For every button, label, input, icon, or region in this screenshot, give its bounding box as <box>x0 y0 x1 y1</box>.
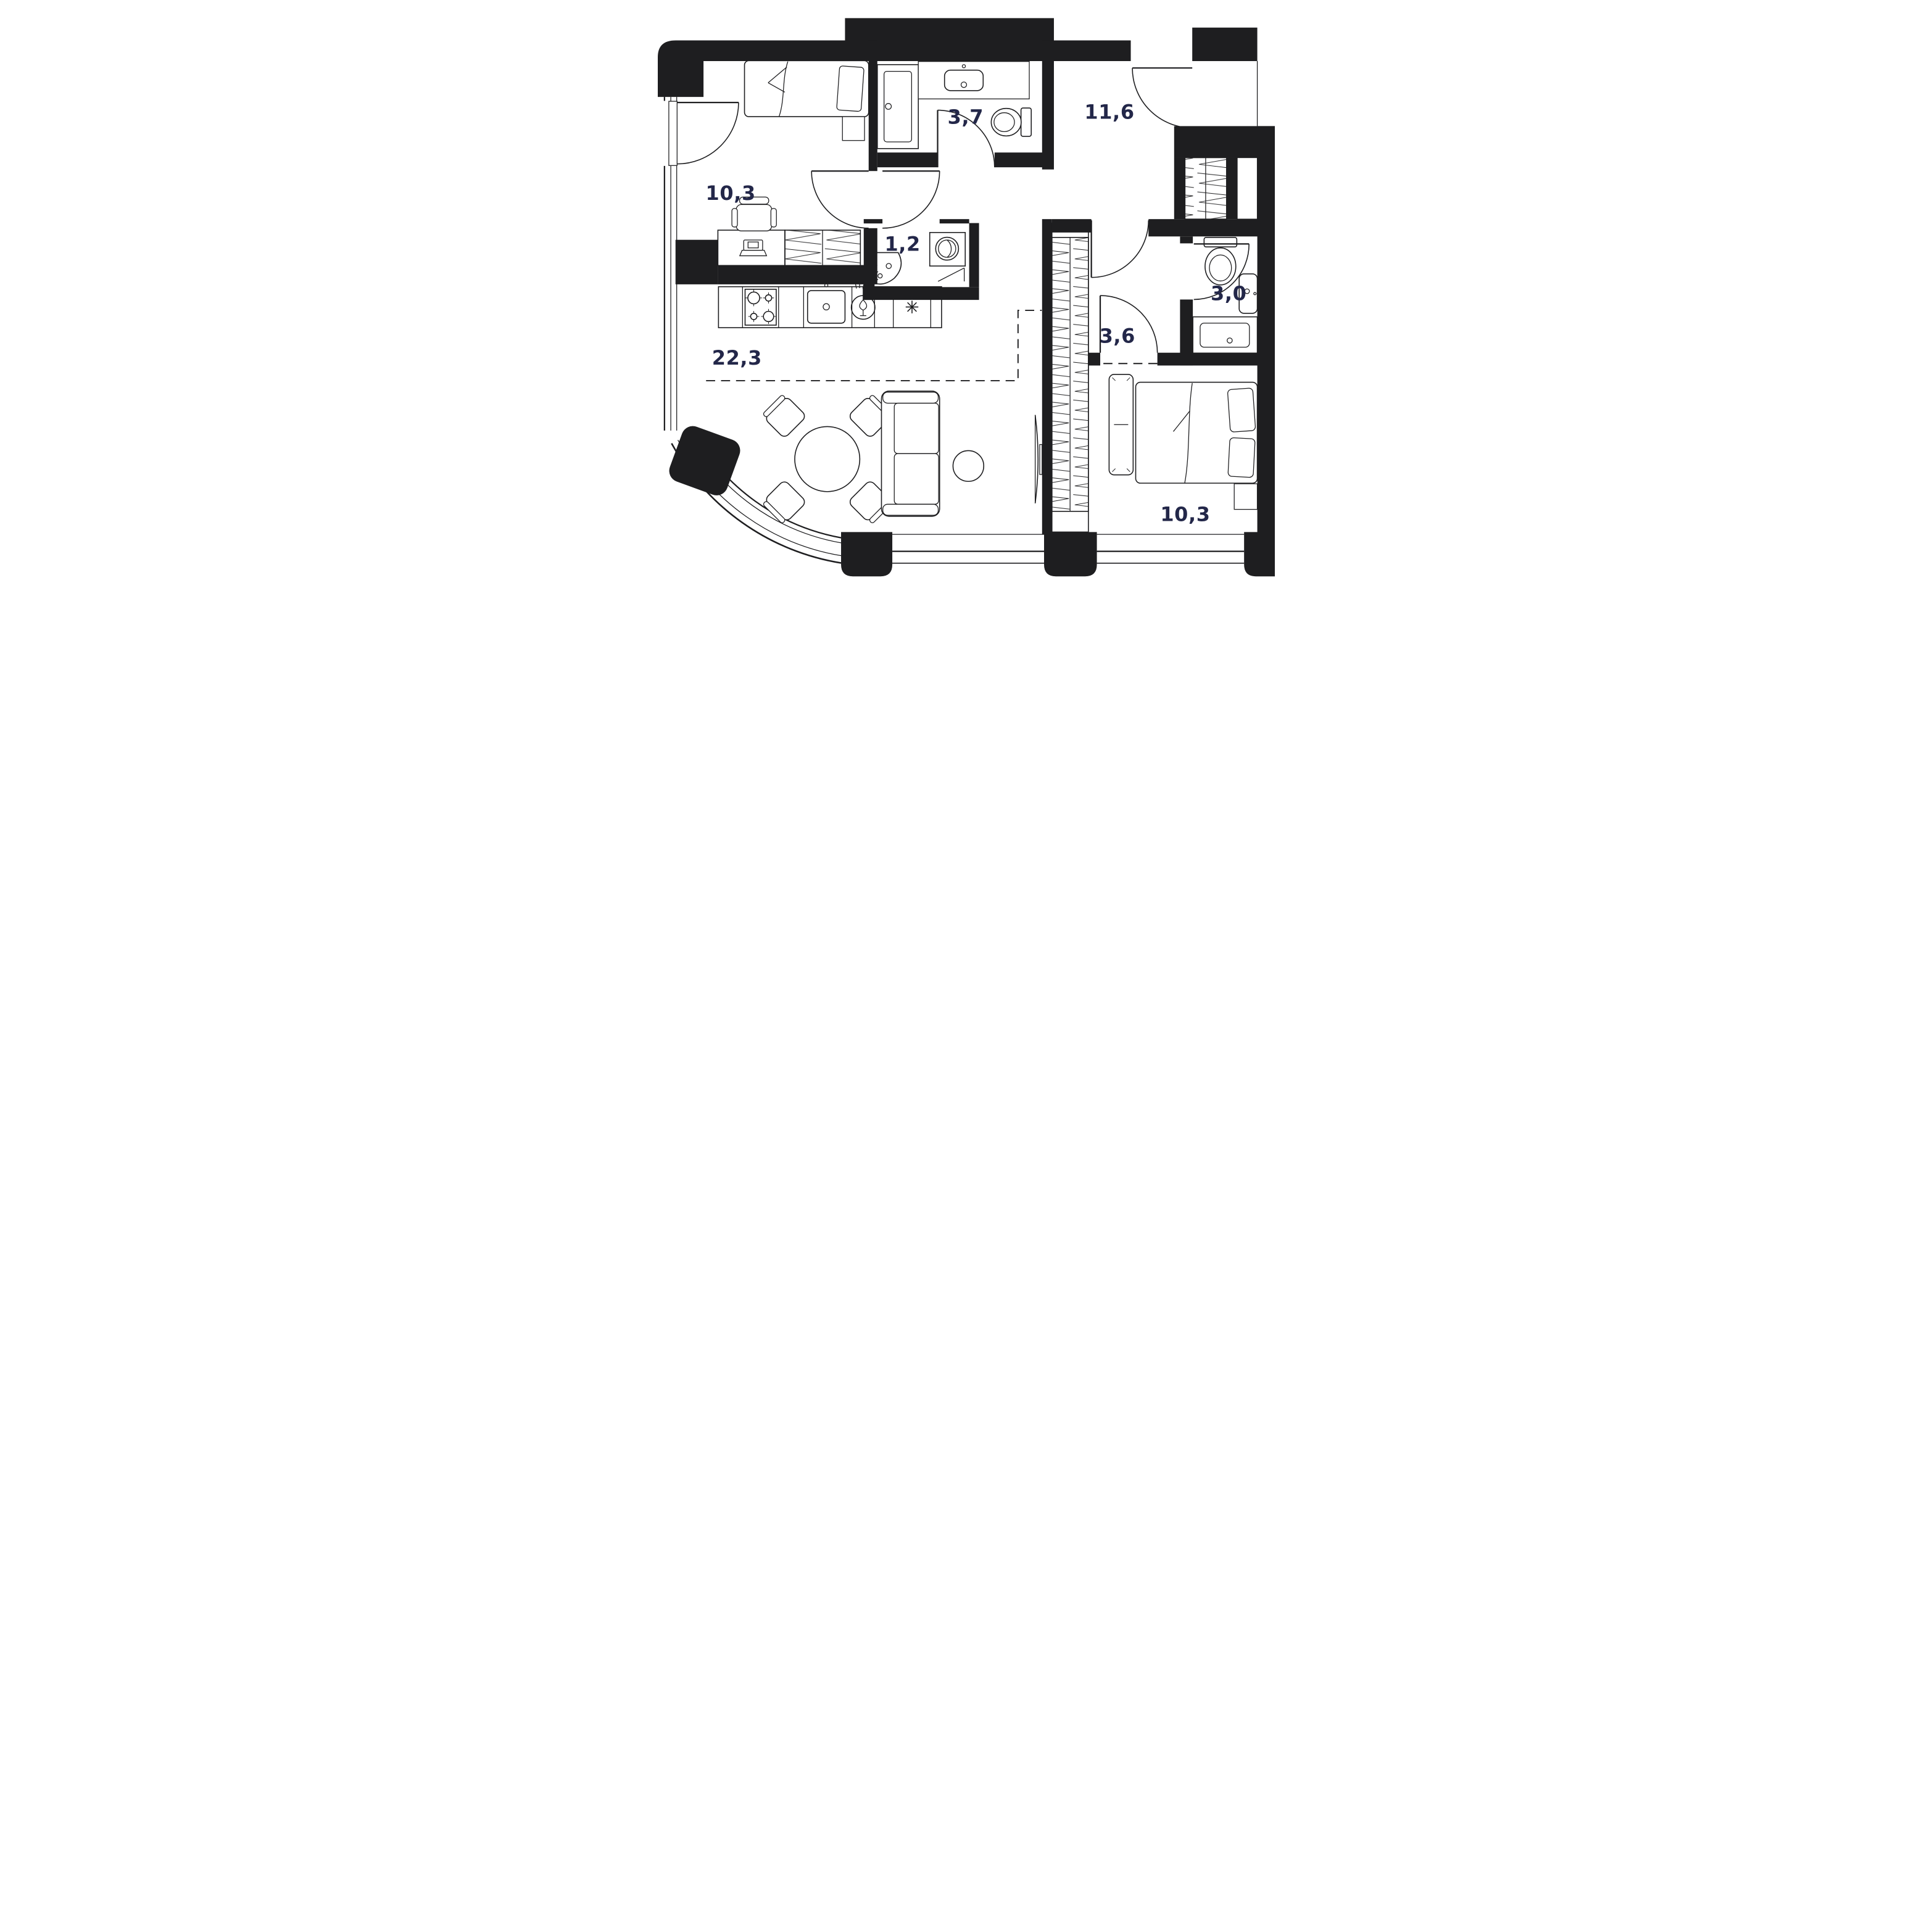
gas-stove-icon <box>744 289 777 326</box>
desk-icon <box>717 230 786 267</box>
wardrobe-icon <box>784 230 861 267</box>
shaft-icon <box>1236 157 1258 220</box>
single-bed-icon <box>744 60 869 117</box>
laptop-icon <box>739 239 767 257</box>
washing-machine-icon <box>929 232 966 267</box>
fridge-icon <box>905 300 918 313</box>
kitchen-sink-icon <box>806 283 845 324</box>
room-area-label: 10,3 <box>705 181 755 205</box>
office-chair-icon <box>731 196 777 231</box>
wardrobe-icon <box>1051 222 1089 533</box>
bathtub-icon <box>1192 316 1258 354</box>
bathroom-sink-icon <box>1238 273 1258 314</box>
room-area-label: 10,3 <box>1160 502 1210 526</box>
dining-chair-icon <box>763 395 891 523</box>
toilet-icon <box>990 107 1032 137</box>
room-area-label: 11,6 <box>1084 100 1134 123</box>
shower-tub-icon <box>876 64 919 149</box>
corner-sink-icon <box>874 252 902 285</box>
dresser-icon <box>1108 374 1134 476</box>
sofa-icon <box>881 391 940 517</box>
room-area-label: 3,7 <box>947 106 983 129</box>
room-area-label: 22,3 <box>711 346 761 370</box>
wardrobe-icon <box>1184 157 1227 220</box>
floor-plan: 10,3 3,7 11,6 1,2 3,0 3,6 22,3 10,3 <box>657 0 1275 616</box>
door-swing-icon <box>676 67 1250 353</box>
room-area-label: 3,6 <box>1099 325 1135 348</box>
room-area-label: 3,0 <box>1211 282 1246 305</box>
floor-plan-canvas: 10,3 3,7 11,6 1,2 3,0 3,6 22,3 10,3 <box>657 0 1275 616</box>
window-icon <box>661 97 1244 564</box>
tv-icon <box>1034 415 1042 503</box>
coffee-table-icon <box>952 450 984 482</box>
cabinet-door-icon <box>937 267 964 282</box>
zone-boundary-dashed <box>705 310 1180 382</box>
bedside-bench-icon <box>1233 483 1258 510</box>
walls <box>657 18 1275 577</box>
toilet-icon <box>1203 237 1237 286</box>
double-bed-icon <box>1135 381 1258 484</box>
dining-table-icon <box>794 426 860 492</box>
nightstand-icon <box>842 116 865 141</box>
vanity-sink-icon <box>918 61 1030 99</box>
room-area-label: 1,2 <box>884 232 920 255</box>
